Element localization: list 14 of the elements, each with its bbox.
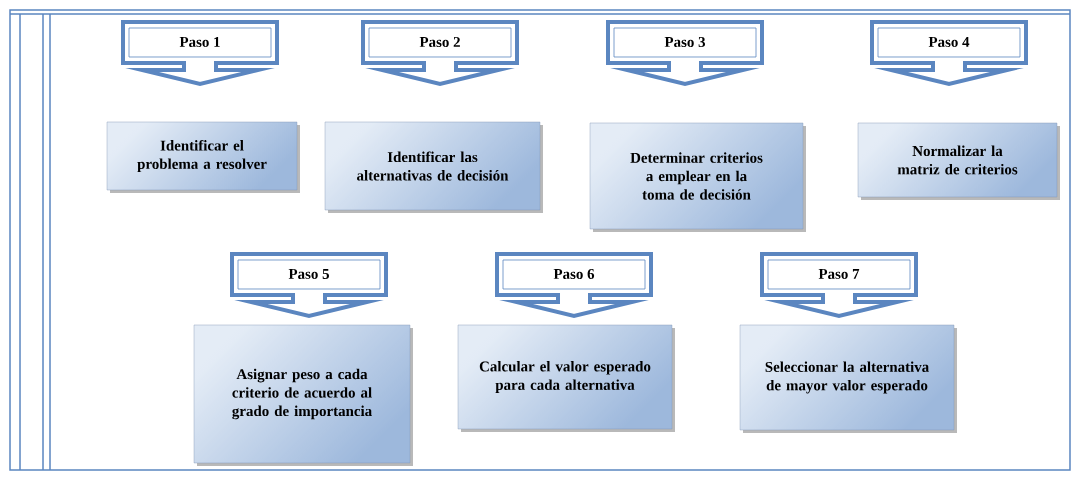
process-box: Seleccionar la alternativa de mayor valor esperado — [739, 324, 957, 433]
step-callout: Paso 7 — [760, 252, 918, 319]
process-box: Identificar el problema a resolver — [106, 121, 300, 193]
step-callout: Paso 4 — [870, 20, 1028, 87]
step-callout: Paso 6 — [495, 252, 653, 319]
process-box: Identificar las alternativas de decisión — [324, 121, 543, 213]
process-box: Asignar peso a cada criterio de acuerdo al grado de importancia — [193, 324, 413, 466]
process-box: Determinar criterios a emplear en la toma de decisión — [589, 122, 806, 232]
step-callout: Paso 1 — [121, 20, 279, 87]
step-callout: Paso 3 — [606, 20, 764, 87]
step-callout: Paso 2 — [361, 20, 519, 87]
process-box: Calcular el valor esperado para cada alternativa — [457, 324, 675, 432]
process-box: Normalizar la matriz de criterios — [857, 122, 1060, 200]
step-callout: Paso 5 — [230, 252, 388, 319]
